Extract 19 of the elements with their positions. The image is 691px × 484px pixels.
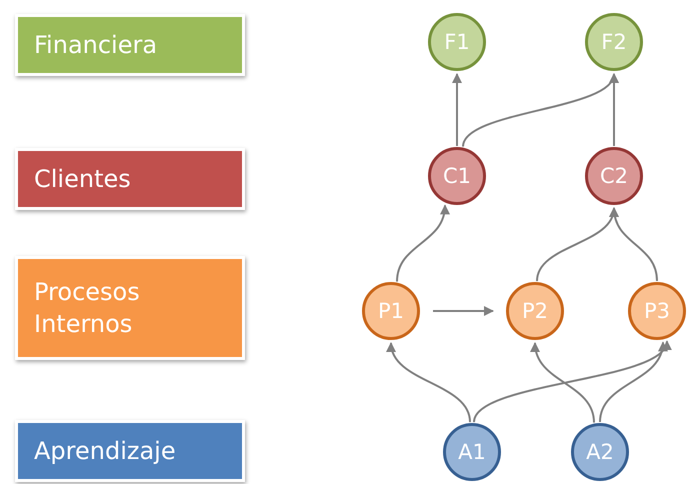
objective-circle: A1 (443, 423, 501, 481)
arrow (610, 207, 658, 282)
category-label: Aprendizaje (15, 420, 245, 482)
objective-circle: A2 (571, 423, 629, 481)
objective-circle: P1 (362, 282, 420, 340)
arrow (609, 73, 619, 146)
arrow (452, 73, 462, 146)
arrow (433, 306, 494, 316)
objective-circle: P2 (506, 282, 564, 340)
objective-circle: P3 (628, 282, 686, 340)
objective-circle: C2 (585, 147, 643, 205)
objective-circle: F1 (428, 13, 486, 71)
category-label: Financiera (15, 14, 245, 76)
category-label: Clientes (15, 148, 245, 210)
objective-circle: C1 (428, 147, 486, 205)
arrow (396, 204, 449, 282)
arrow (388, 342, 471, 422)
objective-circle: F2 (585, 13, 643, 71)
category-label: Procesos Internos (15, 256, 245, 360)
